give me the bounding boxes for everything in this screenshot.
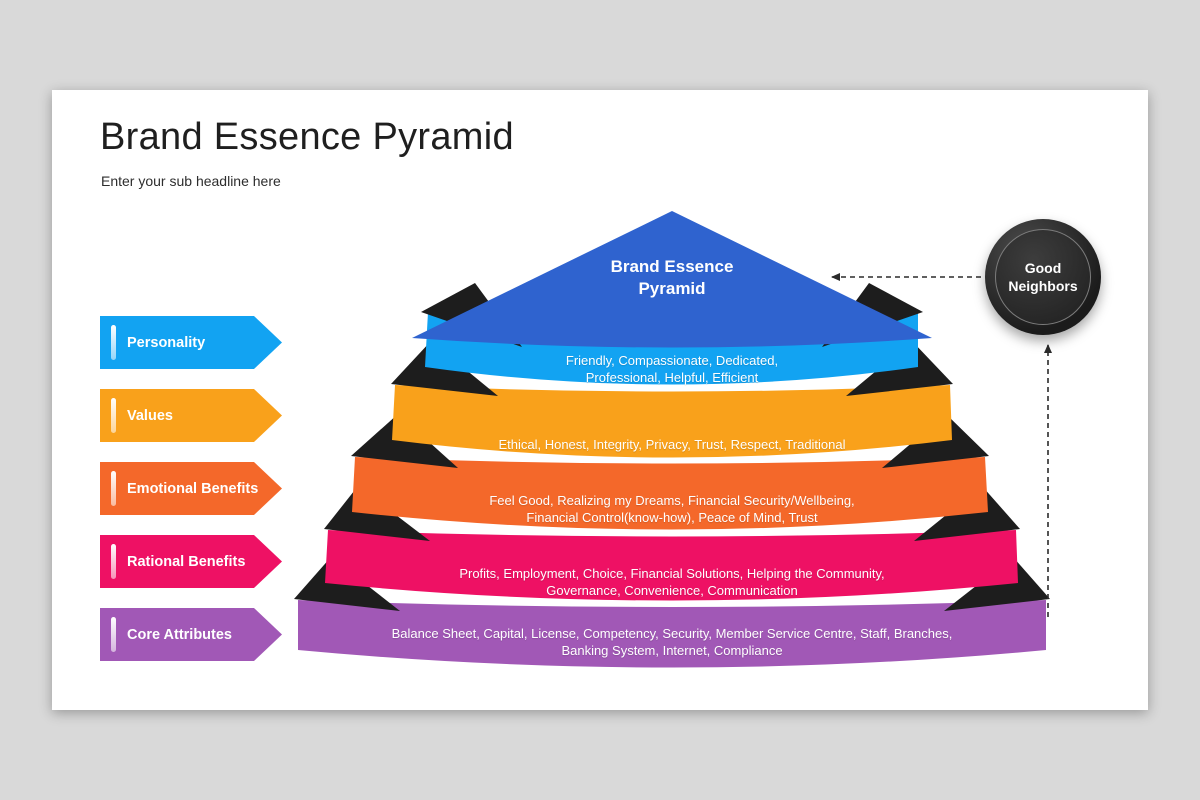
pyramid-level-rational-benefits-shape	[325, 530, 1018, 601]
gloss-highlight-icon	[111, 617, 116, 652]
gloss-highlight-icon	[111, 544, 116, 579]
side-label-text: Personality	[127, 334, 206, 351]
pyramid-level-emotional-benefits-text: Feel Good, Realizing my Dreams, Financia…	[489, 493, 855, 525]
pyramid-apex-shape	[412, 211, 932, 348]
side-label-values[interactable]: Values	[100, 389, 282, 442]
side-label-list: Personality Values Emotional Benefits Ra…	[100, 316, 282, 681]
gloss-highlight-icon	[111, 325, 116, 360]
badge-good-neighbors[interactable]: Good Neighbors	[985, 219, 1101, 335]
pyramid-level-emotional-benefits-shape	[352, 457, 988, 530]
badge-text: Good Neighbors	[1008, 260, 1078, 294]
pyramid-apex-title: Brand Essence Pyramid	[610, 257, 734, 298]
side-label-emotional-benefits[interactable]: Emotional Benefits	[100, 462, 282, 515]
side-label-core-attributes[interactable]: Core Attributes	[100, 608, 282, 661]
slide-subtitle: Enter your sub headline here	[101, 173, 281, 189]
side-label-text: Emotional Benefits	[127, 480, 259, 497]
pyramid-level-values-shape	[392, 385, 952, 458]
slide-title: Brand Essence Pyramid	[100, 116, 514, 158]
side-label-text: Core Attributes	[127, 626, 232, 643]
pyramid-level-rational-benefits-text: Profits, Employment, Choice, Financial S…	[459, 566, 885, 598]
pyramid-level-personality-text: Friendly, Compassionate, Dedicated, Prof…	[565, 353, 779, 385]
side-label-rational-benefits[interactable]: Rational Benefits	[100, 535, 282, 588]
side-label-text: Rational Benefits	[127, 553, 246, 570]
pyramid-level-core-attributes-text: Balance Sheet, Capital, License, Compete…	[391, 626, 953, 658]
side-label-personality[interactable]: Personality	[100, 316, 282, 369]
pyramid-level-core-attributes-shape	[298, 600, 1046, 668]
gloss-highlight-icon	[111, 471, 116, 506]
badge-inner-ring: Good Neighbors	[995, 229, 1091, 325]
gloss-highlight-icon	[111, 398, 116, 433]
slide: Brand Essence Pyramid Enter your sub hea…	[52, 90, 1148, 710]
side-label-text: Values	[127, 407, 173, 424]
pyramid-graphic	[294, 211, 1050, 668]
pyramid-level-values-text: Ethical, Honest, Integrity, Privacy, Tru…	[498, 437, 846, 452]
